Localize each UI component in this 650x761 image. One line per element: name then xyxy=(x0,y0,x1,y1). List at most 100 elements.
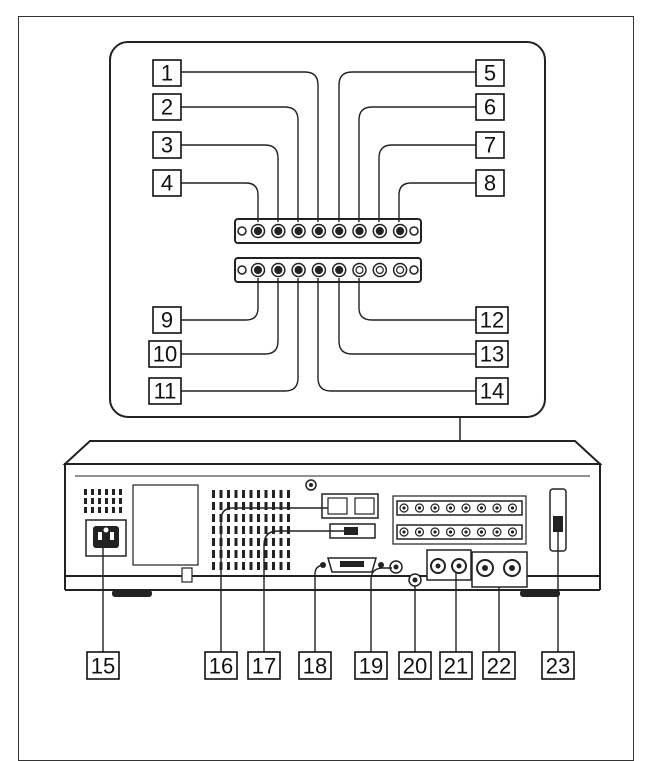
vent-slot xyxy=(272,514,275,522)
terminal-screw xyxy=(392,223,408,239)
callout-4: 4 xyxy=(152,169,182,197)
svg-text:7: 7 xyxy=(484,133,496,158)
svg-text:2: 2 xyxy=(161,95,173,120)
vent-slot xyxy=(234,514,238,522)
vent-slot xyxy=(98,498,101,504)
leader-17 xyxy=(263,530,346,652)
callout-21: 21 xyxy=(439,651,473,680)
vent-slot xyxy=(212,550,215,558)
svg-text:20: 20 xyxy=(403,654,427,679)
leader-2 xyxy=(181,106,299,222)
callout-5: 5 xyxy=(475,59,505,87)
vent-slot xyxy=(212,490,215,498)
leader-16 xyxy=(220,507,328,652)
terminal-screw xyxy=(311,262,327,278)
callout-15: 15 xyxy=(86,651,120,680)
callout-1: 1 xyxy=(152,59,182,87)
bnc-pair xyxy=(471,551,528,588)
vent-slot xyxy=(119,507,122,513)
vent-slot xyxy=(212,538,215,546)
terminal-strip-top xyxy=(234,218,422,244)
callout-17: 17 xyxy=(247,651,281,680)
vent-slot xyxy=(234,562,238,570)
terminal-screw xyxy=(331,262,347,278)
leader-18 xyxy=(314,564,326,652)
vent-slot xyxy=(257,550,260,558)
device-rear-panel xyxy=(62,440,603,597)
vent-slot xyxy=(219,490,223,498)
vent-slot xyxy=(272,502,275,510)
vent-slot xyxy=(264,526,268,534)
foot-right xyxy=(520,590,560,597)
terminal-screw xyxy=(372,223,388,239)
vent-slot xyxy=(279,490,283,498)
terminal-screw xyxy=(291,223,306,239)
vent-slot xyxy=(287,526,290,534)
leader-6 xyxy=(358,106,476,222)
vent-slot xyxy=(91,489,94,495)
vent-slot xyxy=(98,507,101,513)
svg-text:22: 22 xyxy=(487,654,511,679)
leader-13 xyxy=(338,278,476,355)
vent-slot xyxy=(234,526,238,534)
vent-slot xyxy=(242,538,245,546)
vent-slot xyxy=(227,502,230,510)
leader-10 xyxy=(181,278,279,355)
vent-slot xyxy=(272,562,275,570)
vent-slot xyxy=(219,502,223,510)
vent-slot xyxy=(91,507,94,513)
vent-slot xyxy=(249,550,253,558)
svg-text:23: 23 xyxy=(546,654,570,679)
svg-text:1: 1 xyxy=(161,61,173,86)
vent-slot xyxy=(279,562,283,570)
svg-text:10: 10 xyxy=(153,342,177,367)
terminal-screw xyxy=(352,223,367,239)
vent-slot xyxy=(257,526,260,534)
vent-slot xyxy=(279,514,283,522)
svg-text:12: 12 xyxy=(480,308,504,333)
vent-slot xyxy=(257,514,260,522)
vent-slot xyxy=(249,562,253,570)
callout-11: 11 xyxy=(148,377,182,405)
leader-1 xyxy=(181,71,319,222)
callout-10: 10 xyxy=(148,340,182,368)
terminal-screw xyxy=(271,262,286,278)
leader-8 xyxy=(398,182,476,222)
vent-slot xyxy=(227,550,230,558)
svg-text:17: 17 xyxy=(252,654,276,679)
terminal-screw xyxy=(331,223,347,239)
vent-slot xyxy=(234,550,238,558)
vent-slot xyxy=(84,498,87,504)
vent-slot xyxy=(112,489,115,495)
vent-slot xyxy=(84,489,87,495)
vent-slot xyxy=(249,514,253,522)
svg-text:3: 3 xyxy=(161,133,173,158)
vent-slot xyxy=(272,538,275,546)
terminal-strip-bottom xyxy=(234,257,422,283)
callout-23: 23 xyxy=(541,651,575,680)
vent-slot xyxy=(279,550,283,558)
dsub-connector xyxy=(320,557,384,573)
vent-slot xyxy=(112,507,115,513)
terminal-screw xyxy=(352,262,367,278)
leader-5 xyxy=(338,71,476,222)
vent-slot xyxy=(279,502,283,510)
svg-text:18: 18 xyxy=(303,654,327,679)
vent-slot xyxy=(242,562,245,570)
vent-slot xyxy=(227,562,230,570)
vent-slot xyxy=(212,526,215,534)
vent-slot xyxy=(84,507,87,513)
leader-9 xyxy=(181,278,259,321)
rca-pair xyxy=(426,549,472,581)
terminal-screw xyxy=(250,223,266,239)
foot-left xyxy=(112,590,152,597)
vent-slot xyxy=(287,538,290,546)
svg-text:9: 9 xyxy=(161,308,173,333)
leader-3 xyxy=(181,144,279,222)
svg-text:15: 15 xyxy=(91,654,115,679)
vent-slot xyxy=(242,502,245,510)
vent-slot xyxy=(91,498,94,504)
vent-slot xyxy=(257,562,260,570)
vent-middle xyxy=(212,490,290,570)
svg-text:5: 5 xyxy=(484,61,496,86)
